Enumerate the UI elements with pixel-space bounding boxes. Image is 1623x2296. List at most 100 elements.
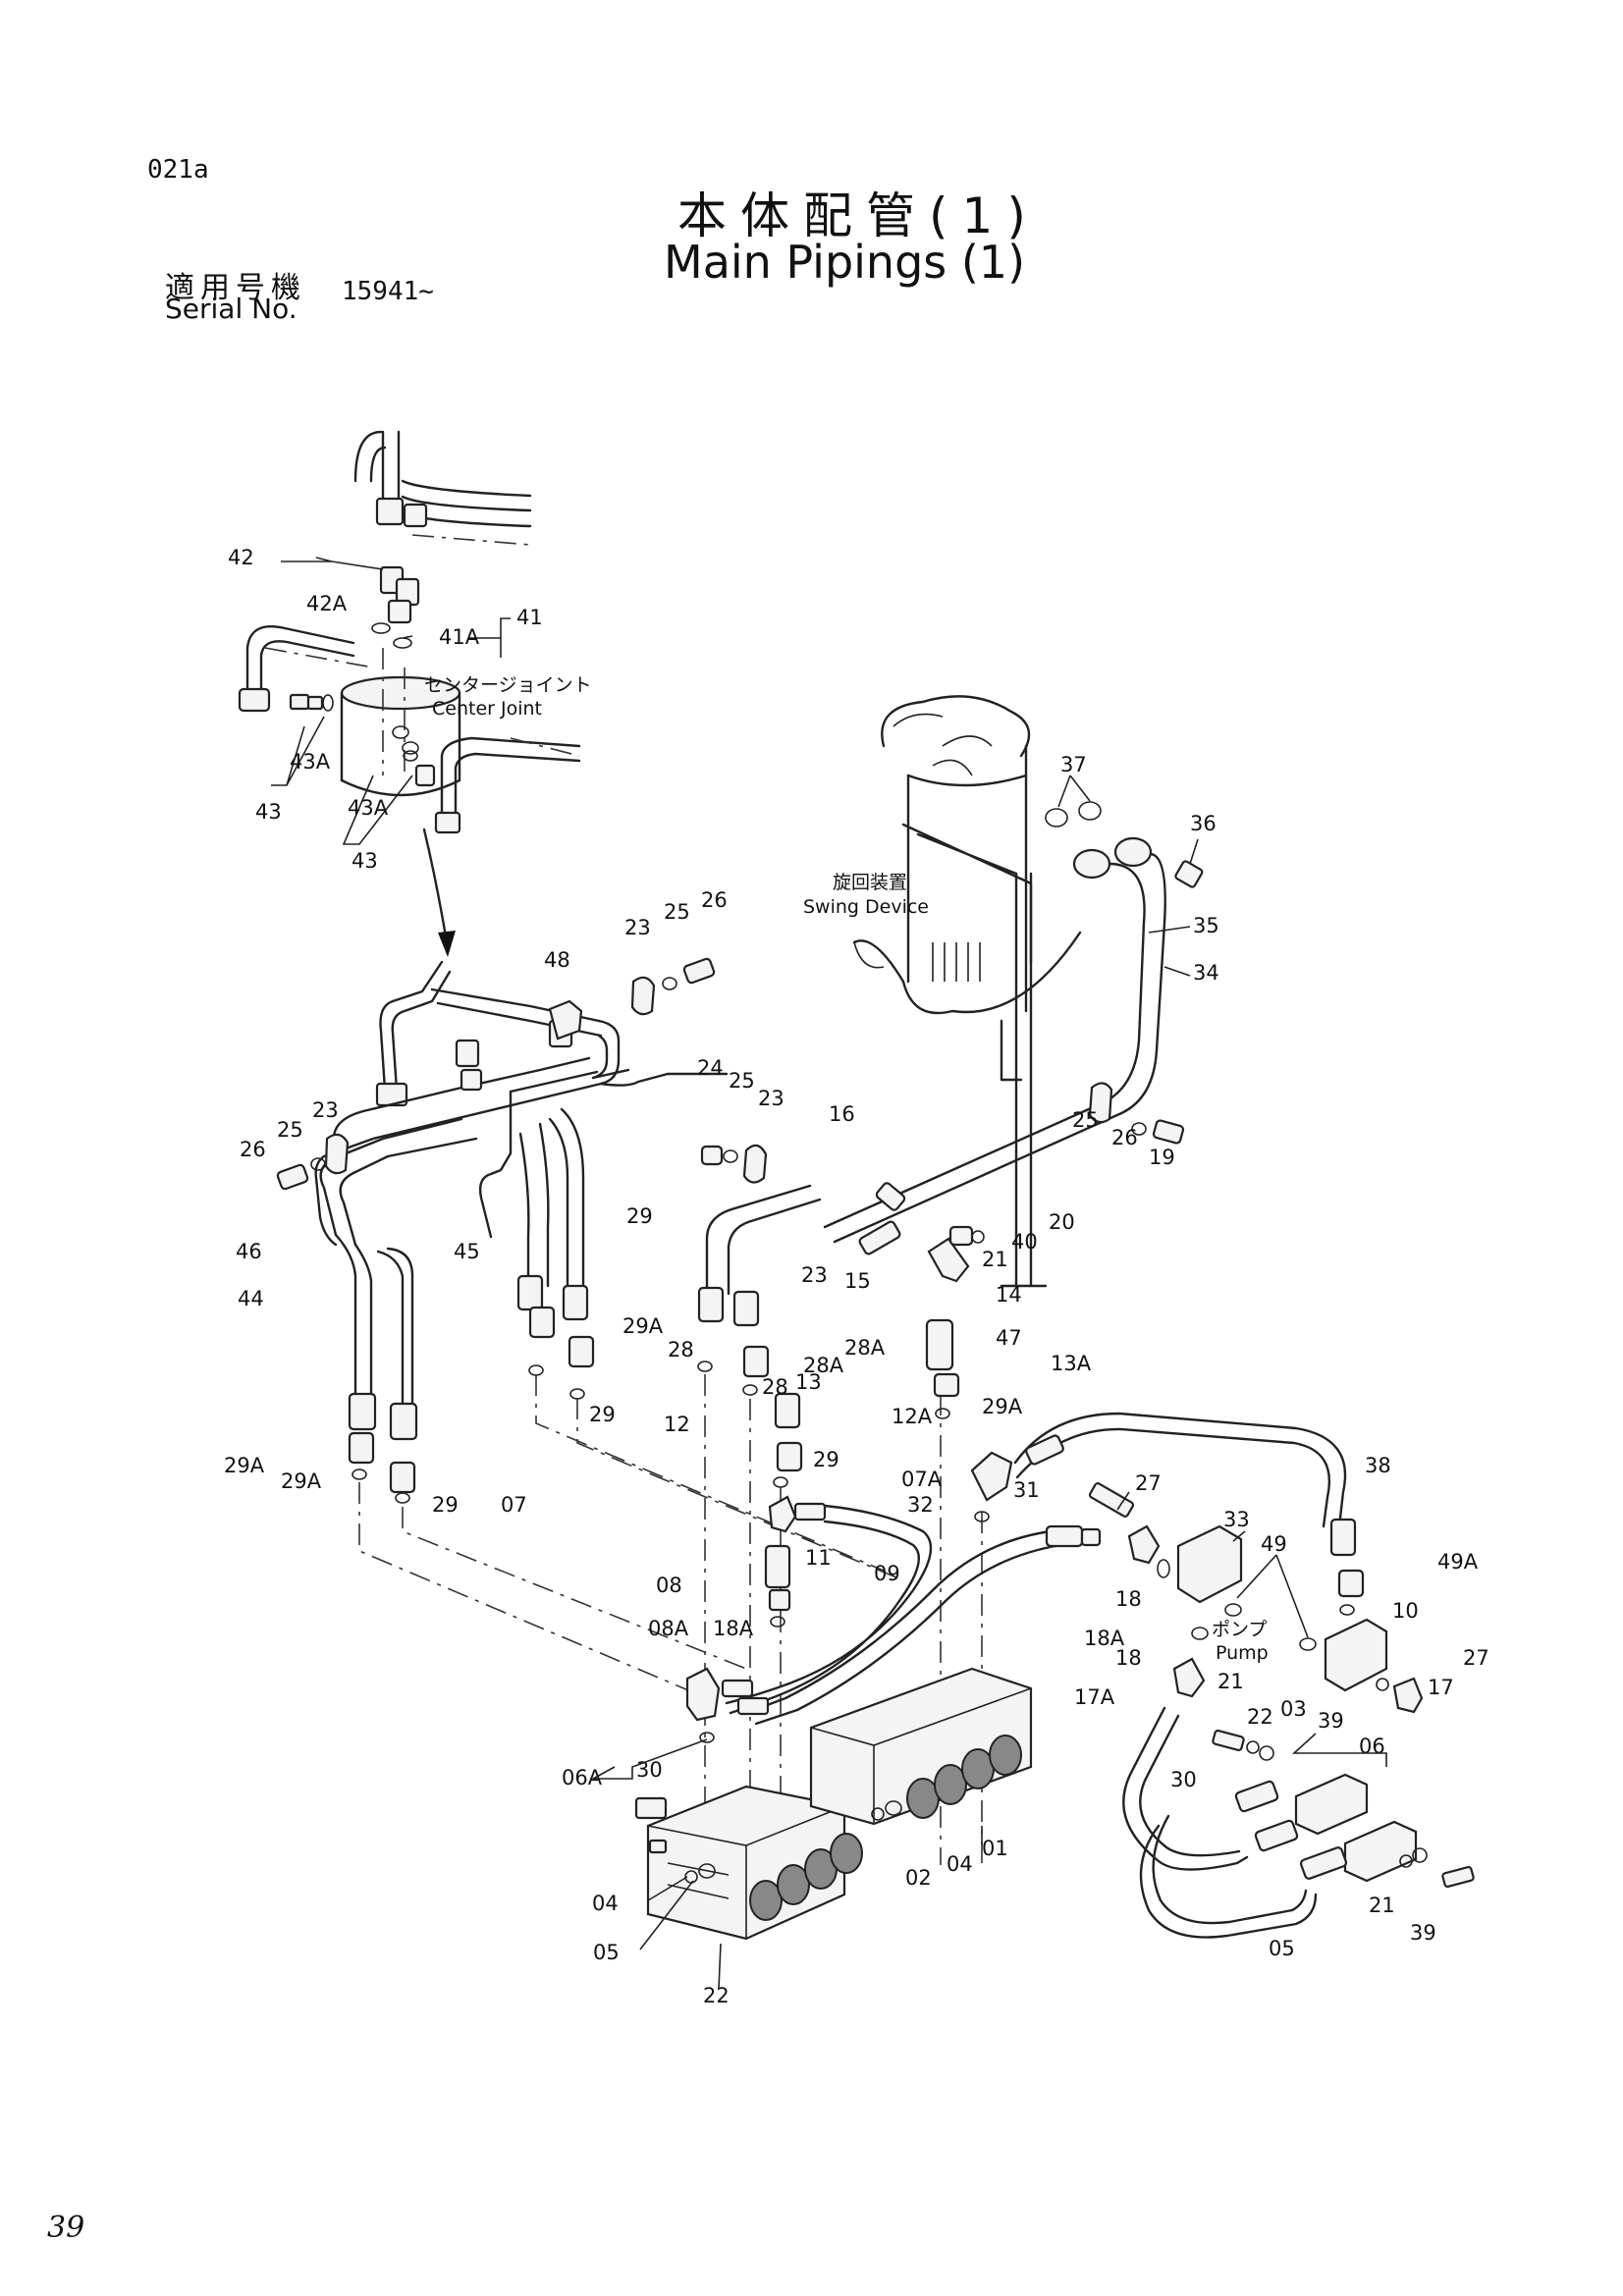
callout: 26 — [701, 888, 728, 912]
pipe-bundle-left-labels: 48 23 25 26 23 25 26 24 25 23 16 23 25 2… — [236, 888, 1175, 1350]
callout: 28 — [668, 1338, 694, 1362]
callout: 12A — [892, 1405, 933, 1428]
callout: 13 — [795, 1370, 822, 1394]
callout: 40 — [1011, 1230, 1038, 1254]
callout: 18 — [1115, 1587, 1142, 1611]
callout: 47 — [996, 1326, 1022, 1350]
callout: 36 — [1190, 812, 1217, 835]
callout: 18A — [1084, 1627, 1125, 1650]
callout: 29 — [626, 1204, 653, 1228]
callout: 08A — [648, 1617, 689, 1640]
control-valve-labels: 06A 30 30 05 04 05 04 02 01 22 21 39 — [562, 1738, 1436, 2007]
callout: 43A — [290, 750, 331, 774]
callout: 25 — [277, 1118, 303, 1142]
callout: 49 — [1261, 1532, 1287, 1556]
callout: 43 — [255, 800, 282, 824]
callout: 20 — [1049, 1210, 1075, 1234]
callout: 29A — [281, 1469, 322, 1493]
callout: 26 — [1111, 1126, 1138, 1149]
serial-value: 15941~ — [342, 277, 434, 306]
callout: 23 — [801, 1263, 828, 1287]
page-title-en: Main Pipings (1) — [664, 236, 1026, 289]
callout: 05 — [593, 1941, 620, 1964]
callout: 10 — [1392, 1599, 1419, 1623]
center-joint-label-jp: センタージョイント — [424, 674, 592, 696]
callout: 29A — [622, 1314, 664, 1338]
callout: 04 — [592, 1892, 619, 1915]
pipe-bundle-left — [276, 957, 768, 1441]
center-joint-group — [238, 430, 581, 957]
callout: 05 — [1269, 1937, 1295, 1960]
callout: 32 — [907, 1493, 934, 1517]
callout: 15 — [844, 1269, 871, 1293]
serial-label-en: Serial No. — [165, 293, 298, 325]
callout: 17 — [1428, 1676, 1454, 1699]
callout: 39 — [1410, 1921, 1436, 1945]
central-labels: 29A 28 28A 28 28A 13 13A 29A 29 12 12A 2… — [224, 1314, 1489, 1767]
callout: 27 — [1463, 1646, 1489, 1670]
page-code: 021a — [147, 155, 209, 185]
callout: 12 — [664, 1413, 690, 1436]
callout: 41A — [439, 625, 480, 649]
callout: 06 — [1359, 1735, 1385, 1758]
callout: 46 — [236, 1240, 262, 1263]
center-joint-label-en: Center Joint — [432, 698, 542, 720]
callout: 49A — [1437, 1550, 1479, 1574]
callout: 11 — [805, 1546, 832, 1570]
callout: 35 — [1193, 914, 1219, 937]
callout: 25 — [1072, 1108, 1099, 1132]
page-mark: 39 — [47, 2211, 85, 2245]
callout: 18 — [1115, 1646, 1142, 1670]
callout: 21 — [1369, 1894, 1395, 1917]
callout: 29 — [589, 1403, 616, 1426]
callout: 07A — [901, 1468, 943, 1491]
callout: 23 — [624, 916, 651, 939]
callout: 23 — [758, 1087, 784, 1110]
callout: 27 — [1135, 1471, 1162, 1495]
swing-device-group — [823, 695, 1204, 1288]
callout: 03 — [1280, 1697, 1307, 1721]
swing-device-label-en: Swing Device — [803, 896, 929, 918]
callout: 09 — [874, 1562, 900, 1585]
callout: 42 — [228, 546, 254, 569]
callout: 41 — [516, 606, 543, 629]
callout: 39 — [1318, 1709, 1344, 1733]
callout: 26 — [240, 1138, 266, 1161]
callout: 44 — [238, 1287, 264, 1310]
callout: 02 — [905, 1866, 932, 1890]
callout: 04 — [947, 1852, 973, 1876]
callout: 28 — [762, 1375, 788, 1399]
callout: 43A — [348, 796, 389, 820]
callout: 21 — [982, 1248, 1008, 1271]
callout: 08 — [656, 1574, 682, 1597]
callout: 24 — [697, 1056, 724, 1080]
callout: 13A — [1051, 1352, 1092, 1375]
callout: 22 — [703, 1984, 730, 2007]
serial-label-jp: 適用号機 — [165, 271, 306, 305]
callout: 18A — [713, 1617, 754, 1640]
swing-device-labels: 37 36 35 34 旋回装置 Swing Device — [803, 753, 1219, 985]
callout: 29 — [432, 1493, 459, 1517]
callout: 28A — [844, 1336, 886, 1360]
callout: 01 — [982, 1837, 1008, 1860]
central-fittings — [348, 1182, 1424, 1865]
callout: 17A — [1074, 1685, 1115, 1709]
callout: 31 — [1013, 1478, 1040, 1502]
pump-label-en: Pump — [1216, 1642, 1269, 1664]
callout: 29 — [813, 1448, 839, 1471]
callout: 38 — [1365, 1454, 1391, 1477]
callout: 37 — [1060, 753, 1087, 776]
callout: 19 — [1149, 1146, 1175, 1169]
callout: 22 — [1247, 1705, 1273, 1729]
callout: 25 — [664, 900, 690, 924]
center-joint-labels: 42 42A 41A 41 43A 43 43A 43 センタージョイント Ce… — [228, 546, 592, 873]
callout: 25 — [729, 1069, 755, 1093]
callout: 23 — [312, 1098, 339, 1122]
callout: 28A — [803, 1354, 844, 1377]
callout: 30 — [636, 1758, 663, 1782]
callout: 33 — [1223, 1508, 1250, 1531]
swing-device-label-jp: 旋回装置 — [833, 872, 907, 893]
callout: 07 — [501, 1493, 527, 1517]
callout: 45 — [454, 1240, 480, 1263]
callout: 16 — [829, 1102, 855, 1126]
